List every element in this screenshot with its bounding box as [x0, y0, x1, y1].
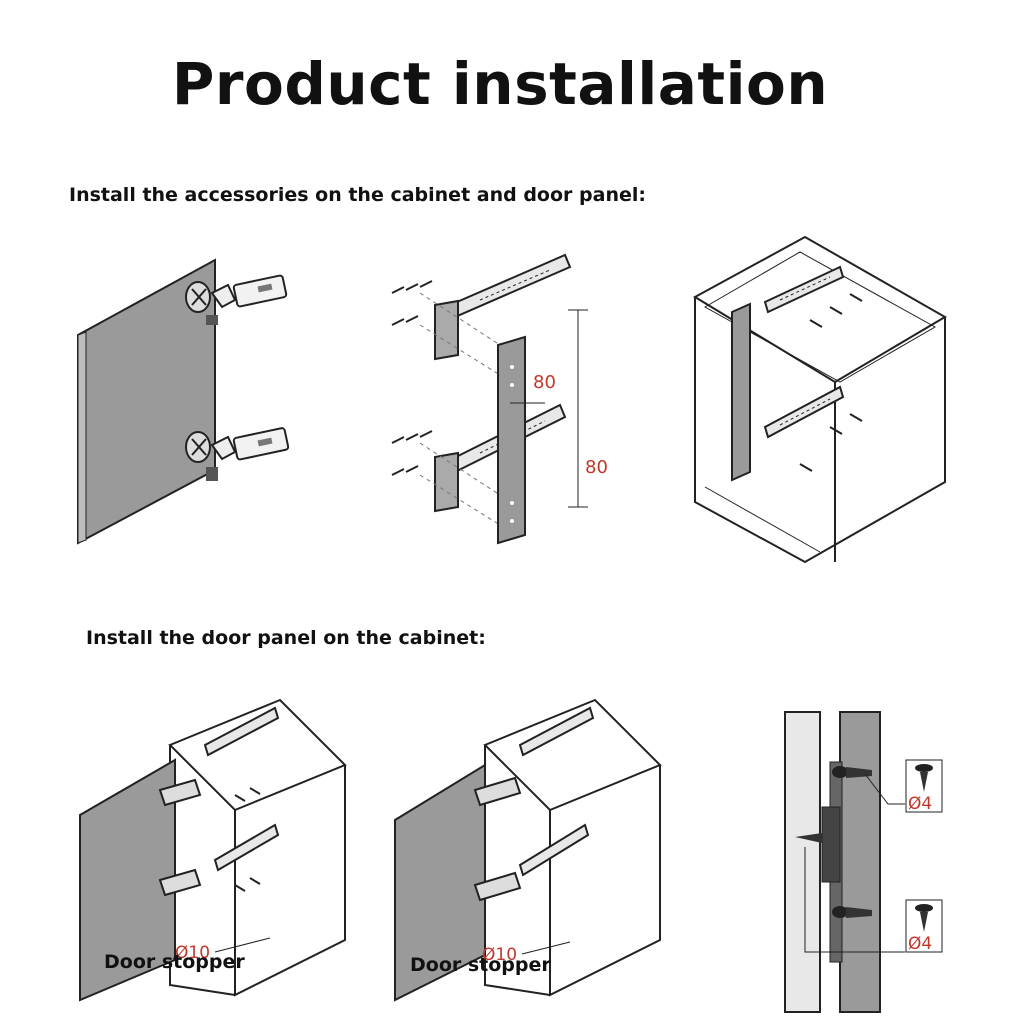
- door-stopper-label-left: Door stopper: [104, 951, 245, 973]
- hinge-upper-icon: [473, 776, 522, 807]
- hole-label-left: Ø10: [175, 943, 210, 963]
- mounted-rail-upper-icon: [518, 706, 595, 757]
- screw-side-icon: [795, 833, 822, 843]
- figure-slide-rails: 80 80: [380, 245, 620, 555]
- figure-screw-detail: Ø4 Ø4: [780, 711, 950, 1017]
- mounted-rail-upper-icon: [203, 706, 280, 757]
- screw-lower-icon: [832, 906, 872, 918]
- screw-size-lower: Ø4: [908, 934, 932, 954]
- hinge-lower-icon: [185, 427, 290, 481]
- hinge-lower-icon: [158, 868, 202, 897]
- screw-size-upper: Ø4: [908, 794, 932, 814]
- figure-door-hinges: [70, 255, 300, 550]
- mounted-rail-lower-icon: [518, 823, 590, 877]
- door-panel: [394, 763, 486, 1002]
- page-title: Product installation: [171, 50, 829, 118]
- screw-callout-upper-icon: [915, 764, 933, 792]
- slide-rail-upper-icon: [434, 253, 572, 361]
- door-stopper-label-middle: Door stopper: [410, 954, 551, 976]
- dimension-lower: 80: [585, 457, 608, 478]
- section2-heading: Install the door panel on the cabinet:: [86, 627, 486, 649]
- hole-label-middle: Ø10: [482, 945, 517, 965]
- figure-door-install-left: Ø10: [75, 698, 355, 1005]
- screw-set-icon: [391, 280, 433, 476]
- mounted-rail-lower-icon: [213, 823, 280, 872]
- hinge-upper-icon: [185, 274, 288, 325]
- dimension-upper: 80: [533, 372, 556, 393]
- screw-callout-lower-icon: [915, 904, 933, 932]
- mounted-rail-upper-icon: [763, 265, 845, 314]
- mounted-rail-lower-icon: [763, 385, 845, 439]
- figure-door-install-middle: Ø10: [390, 698, 670, 1005]
- side-board: [497, 335, 526, 545]
- hinge-upper-icon: [158, 778, 202, 807]
- side-panel: [731, 302, 751, 482]
- figure-cabinet-rails: [690, 232, 950, 577]
- door-panel: [79, 758, 176, 1002]
- section1-heading: Install the accessories on the cabinet a…: [69, 184, 646, 206]
- hinge-lower-icon: [473, 871, 522, 902]
